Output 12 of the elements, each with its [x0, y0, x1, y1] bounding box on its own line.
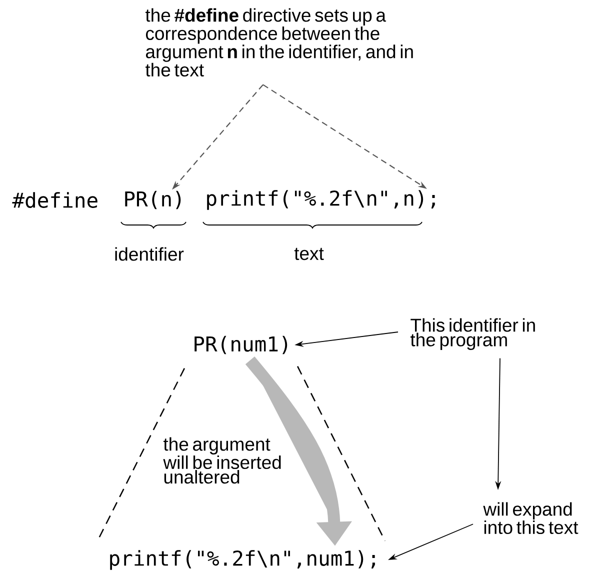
code-text: PR(num1): [194, 336, 288, 354]
code-text: printf("%.2f\n",num1);: [110, 550, 375, 570]
note-text: the argument will be inserted unaltered: [163, 437, 281, 484]
note-text: will expand into this text: [483, 502, 578, 534]
brace-label: text: [294, 248, 324, 260]
dashed-line: [97, 368, 186, 540]
brace-label: identifier: [115, 247, 184, 261]
note-text: This identifier in the program: [410, 318, 535, 350]
code-text: PR(n): [125, 190, 181, 210]
code-text: printf("%.2f\n",n);: [207, 190, 435, 210]
code-text: #define: [12, 192, 98, 208]
note-text: the #define directive sets up a correspondence between the argument n in the identifier, and in the text: [145, 8, 413, 77]
